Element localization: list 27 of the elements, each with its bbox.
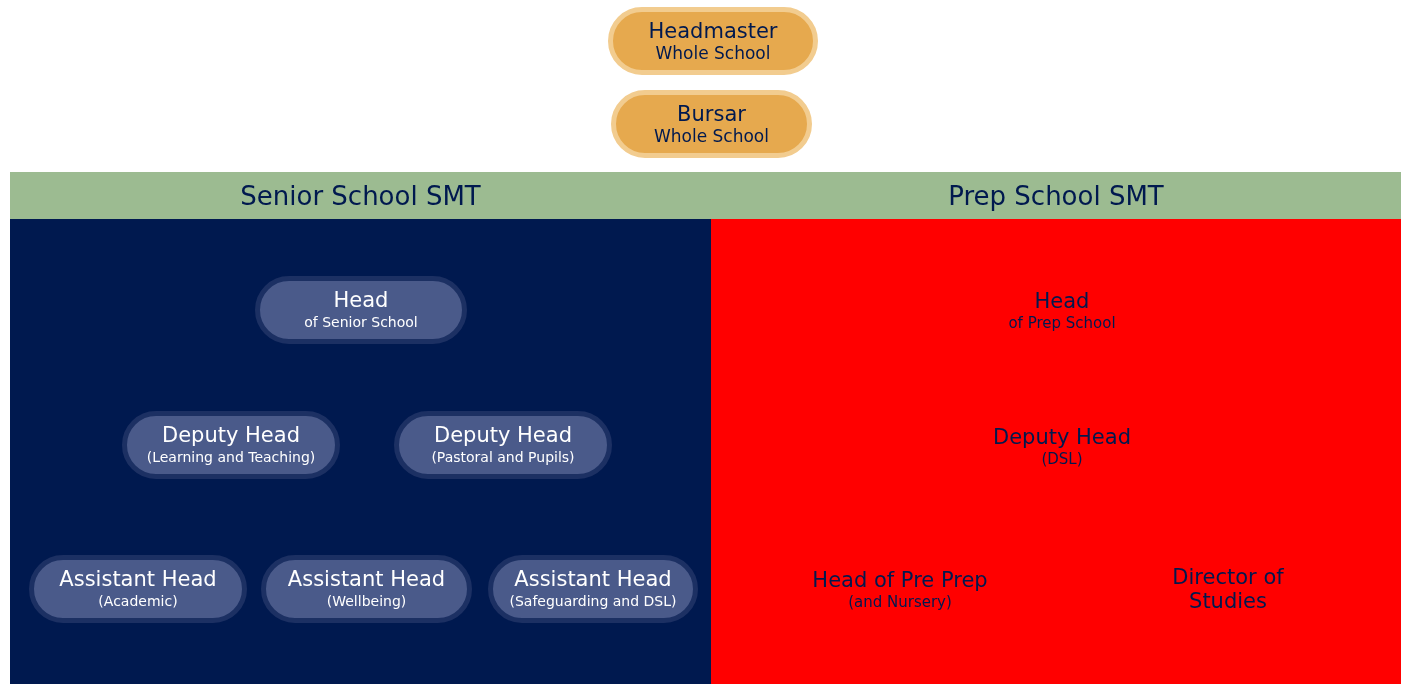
role-title: Head of Pre Prep: [812, 568, 988, 592]
role-title: Assistant Head: [514, 567, 672, 591]
role-title: Head: [1034, 289, 1090, 313]
role-title: Deputy Head: [434, 423, 572, 447]
role-title: Director of Studies: [1171, 565, 1285, 613]
role-subtitle: (Learning and Teaching): [146, 448, 316, 467]
role-subtitle: (Academic): [98, 592, 178, 611]
role-subtitle: of Prep School: [1008, 313, 1116, 333]
role-title: Assistant Head: [59, 567, 217, 591]
team-panel: [711, 172, 1401, 684]
role-subtitle: (DSL): [1041, 449, 1083, 469]
role-subtitle: (and Nursery): [848, 592, 952, 612]
panel-title: Senior School SMT: [240, 180, 481, 211]
role-subtitle: (Safeguarding and DSL): [509, 592, 677, 611]
role-title: Bursar: [677, 102, 746, 126]
role-subtitle: Whole School: [654, 126, 769, 146]
team-panel: [10, 172, 711, 684]
role-title: Assistant Head: [287, 567, 446, 591]
role-subtitle: (Wellbeing): [326, 592, 407, 611]
role-title: Deputy Head: [993, 425, 1131, 449]
role-subtitle: (Pastoral and Pupils): [431, 448, 575, 467]
role-title: Head: [333, 288, 389, 312]
panel-title: Prep School SMT: [948, 180, 1164, 211]
role-subtitle: of Senior School: [304, 313, 418, 332]
role-title: Headmaster: [648, 19, 778, 43]
role-subtitle: Whole School: [655, 43, 771, 63]
role-title: Deputy Head: [162, 423, 300, 447]
